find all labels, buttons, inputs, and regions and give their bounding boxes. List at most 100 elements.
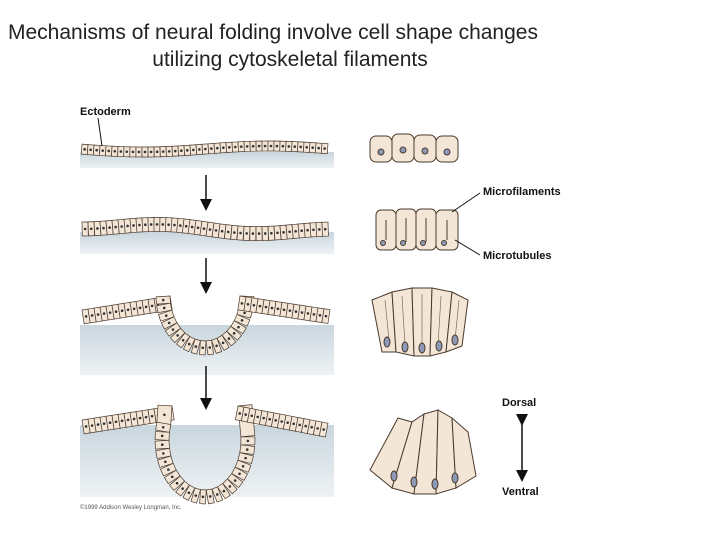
cell-nucleus xyxy=(132,417,136,421)
cell-nucleus xyxy=(282,308,286,312)
cell-nucleus xyxy=(163,413,166,417)
cell-nucleus xyxy=(208,228,212,231)
cell-nucleus xyxy=(144,305,148,309)
cell-nucleus xyxy=(204,147,207,151)
cell-nucleus xyxy=(258,304,262,308)
cell-nucleus xyxy=(262,416,265,420)
cell-nucleus xyxy=(221,341,225,345)
cell-nucleus xyxy=(240,319,244,322)
cell-nucleus xyxy=(287,145,291,148)
cell-nucleus xyxy=(274,419,277,422)
cell-nucleus xyxy=(300,229,303,233)
cell-nucleus xyxy=(95,148,98,152)
cell-nucleus xyxy=(276,307,280,311)
cell-nucleus xyxy=(171,328,175,331)
cell-nucleus xyxy=(263,232,267,235)
cell-nucleus xyxy=(239,145,243,148)
cell-nucleus xyxy=(120,309,124,313)
copyright-notice: ©1999 Addison Wesley Longman, Inc. xyxy=(80,505,182,511)
cell-nucleus xyxy=(324,314,328,318)
cell-nucleus xyxy=(216,493,219,496)
cell-nucleus xyxy=(138,416,142,420)
cell-nucleus xyxy=(96,423,100,426)
cell-detail-stage-1 xyxy=(369,133,459,163)
cell-nucleus xyxy=(132,307,136,311)
cell-nucleus xyxy=(150,414,154,418)
cell-nucleus xyxy=(186,149,189,152)
cell-nucleus xyxy=(84,425,88,428)
cell-nucleus xyxy=(276,231,279,235)
cell-nucleus xyxy=(250,414,253,418)
dorsal-label: Dorsal xyxy=(502,397,537,409)
cell-detail-stage-4 xyxy=(369,409,477,495)
cell-nucleus xyxy=(149,150,153,154)
cell-nucleus xyxy=(176,334,179,337)
cell-nucleus xyxy=(316,427,319,430)
cell-nucleus xyxy=(306,312,310,315)
cell-nucleus xyxy=(323,227,327,231)
cell-nucleus xyxy=(270,231,273,235)
slide-title-line-2: utilizing cytoskeletal filaments xyxy=(152,48,428,71)
cell-nucleus xyxy=(214,229,218,232)
cell-nucleus xyxy=(167,150,171,153)
cell-nucleus xyxy=(256,415,259,419)
cell-nucleus xyxy=(102,312,106,315)
cell-nucleus xyxy=(114,310,118,313)
cell-nucleus xyxy=(161,223,165,226)
cell-nucleus xyxy=(155,223,159,226)
cell-nucleus xyxy=(237,325,240,329)
cell-nucleus xyxy=(83,148,86,151)
cell-nucleus xyxy=(241,464,245,468)
cell-nucleus xyxy=(102,422,106,425)
cell-nucleus xyxy=(294,229,297,233)
cell-nucleus xyxy=(270,306,274,310)
cell-nucleus xyxy=(114,420,118,424)
cell-nucleus xyxy=(119,150,123,153)
cell-nucleus xyxy=(233,145,237,149)
cell-nucleus xyxy=(293,145,297,148)
cell-nucleus xyxy=(162,306,166,310)
cell-nucleus xyxy=(240,302,244,305)
ventral-label: Ventral xyxy=(502,486,539,498)
cell-nucleus xyxy=(232,332,236,335)
cell-nucleus xyxy=(201,346,205,350)
cell-nucleus xyxy=(311,146,314,149)
cell-nucleus xyxy=(322,428,325,431)
ectoderm-pointer xyxy=(97,117,103,147)
microtubules-label: Microtubules xyxy=(483,250,552,262)
cell-nucleus xyxy=(281,144,285,148)
cell-nucleus xyxy=(233,479,237,482)
cell-nucleus xyxy=(108,226,111,229)
cell-nucleus xyxy=(208,495,212,498)
microfilaments-label: Microfilaments xyxy=(483,186,561,198)
cell-nucleus xyxy=(137,150,141,154)
cell-nucleus xyxy=(108,311,112,314)
cell-nucleus xyxy=(257,232,261,235)
cell-nucleus xyxy=(164,460,167,464)
cell-nucleus xyxy=(113,149,117,153)
cell-nucleus xyxy=(184,224,188,228)
cell-nucleus xyxy=(181,487,184,490)
cell-nucleus xyxy=(239,231,242,235)
cell-nucleus xyxy=(173,149,177,153)
cell-nucleus xyxy=(245,448,249,451)
cell-nucleus xyxy=(245,145,249,148)
cell-nucleus xyxy=(89,227,93,231)
cell-nucleus xyxy=(286,421,289,424)
cell-nucleus xyxy=(162,452,165,455)
ectoderm-stage-2 xyxy=(81,217,329,241)
cell-nucleus xyxy=(238,412,241,415)
substrate-stage-4 xyxy=(80,425,334,497)
cell-nucleus xyxy=(120,225,123,228)
cell-nucleus xyxy=(144,223,147,226)
cell-nucleus xyxy=(138,306,142,310)
ectoderm-stage-1 xyxy=(80,140,329,158)
cell-nucleus xyxy=(300,311,304,314)
cell-nucleus xyxy=(269,144,273,148)
cell-nucleus xyxy=(243,311,246,315)
cell-nucleus xyxy=(228,146,231,149)
cell-nucleus xyxy=(160,443,164,447)
cell-nucleus xyxy=(288,230,291,234)
cell-nucleus xyxy=(233,231,236,234)
